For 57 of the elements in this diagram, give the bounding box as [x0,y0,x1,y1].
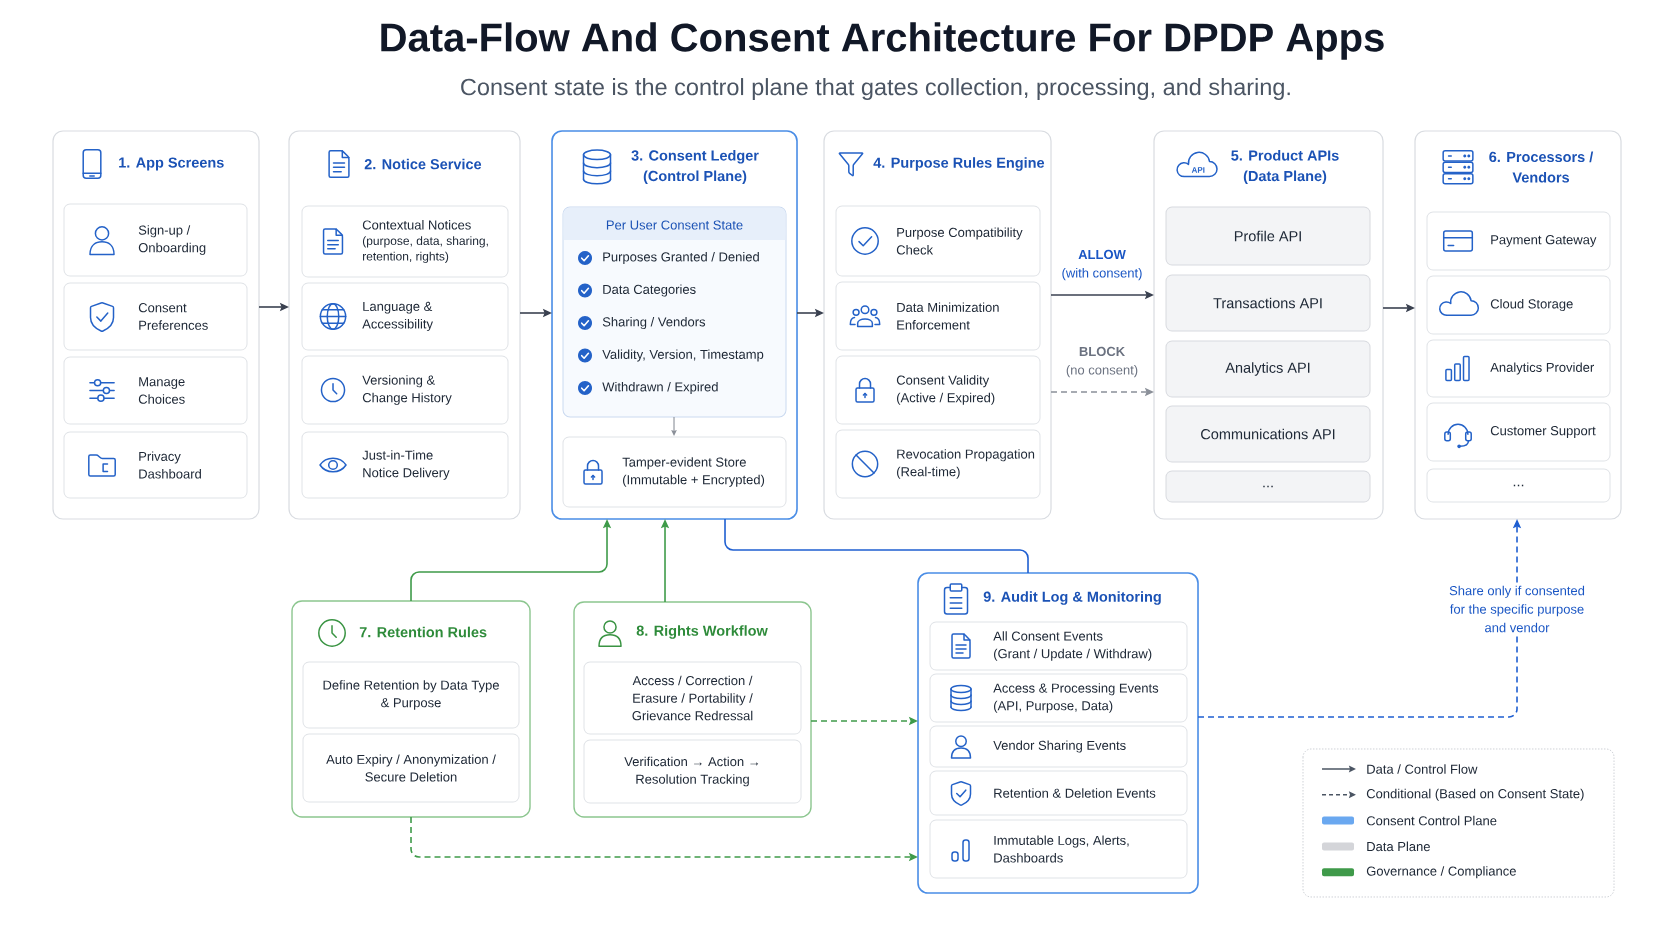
legend-label: Consent Control Plane [1366,815,1497,826]
item-box: Payment Gateway [1426,211,1611,271]
item-box: Consent Preferences [63,282,248,351]
item-box: Cloud Storage [1426,275,1611,335]
item-box: Access / Correction / Erasure / Portability / Grievance Redressal [583,661,802,735]
legend-label: Governance / Compliance [1366,866,1516,879]
title: Data-Flow And Consent Architecture For DPDP Apps [381,22,1384,60]
legend-label: Data Plane [1367,841,1430,852]
panel-heading: 1. App Screens [119,157,224,171]
item-box: Analytics Provider [1426,339,1611,398]
api-box: ... [1165,470,1371,503]
list-item: Validity, Version, Timestamp [602,349,764,362]
item-box: Immutable Logs, Alerts, Dashboards [929,819,1188,879]
item-box: Access & Processing Events (API, Purpose, Data) [929,673,1188,723]
item-box: Manage Choices [63,356,248,425]
item-box: All Consent Events (Grant / Update / Withdraw) [929,621,1188,671]
item-box: Data Minimization Enforcement [835,281,1041,351]
list-item: Purposes Granted / Denied [603,251,759,265]
item-box: Tamper-evident Store (Immutable + Encrypted) [562,436,787,508]
panel-heading: 3. Consent Ledger (Control Plane) [631,150,759,184]
list-item: Data Categories [603,284,696,297]
edge-label: ALLOW (with consent) [1055,247,1149,283]
panel-heading: 4. Purpose Rules Engine [873,157,1045,171]
item-box: Vendor Sharing Events [929,725,1188,768]
legend-label: Data / Control Flow [1367,764,1478,774]
item-box: Customer Support [1426,402,1611,462]
api-box: Communications API [1165,405,1371,463]
item-box: ... [1426,468,1611,503]
edge-label: BLOCK (no consent) [1055,344,1149,380]
item-box: Revocation Propagation (Real-time) [835,429,1041,499]
api-box: Transactions API [1165,274,1371,332]
api-box: Analytics API [1165,340,1371,398]
item-box: Just-in-Time Notice Delivery [301,431,509,499]
item-box: Privacy Dashboard [63,431,248,499]
item-box: Language & Accessibility [301,282,509,351]
item-box: Sign-up / Onboarding [63,203,248,277]
api-box: Profile API [1165,206,1371,266]
panel-heading: 7. Retention Rules [359,626,487,638]
list-item: Sharing / Vendors [602,316,706,330]
item-box: Versioning & Change History [301,355,509,425]
panel-heading: 5. Product APIs (Data Plane) [1231,150,1339,184]
panel-heading: 2. Notice Service [364,158,482,170]
item-box: Retention & Deletion Events [929,770,1188,816]
item-box: Verification → Action → Resolution Tracking [583,739,802,804]
item-box: Purpose Compatibility Check [835,205,1041,277]
item-box: Contextual Notices (purpose, data, sharing, retention, rights) [301,205,509,278]
panel-heading: 6. Processors / Vendors [1489,151,1594,183]
panel-header: Per User Consent State [563,207,786,240]
edge-label: Share only if consented for the specific purpose and vendor [1442,583,1592,635]
subtitle: Consent state is the control plane that gates collection, processing, and sharing. [461,78,1290,100]
legend-label: Conditional (Based on Consent State) [1366,788,1584,801]
item-box: Auto Expiry / Anonymization / Secure Deletion [302,733,520,803]
item-box: Consent Validity (Active / Expired) [835,355,1041,425]
panel-heading: 9. Audit Log & Monitoring [983,591,1161,605]
item-box: Define Retention by Data Type & Purpose [302,661,520,729]
list-item: Withdrawn / Expired [602,381,718,395]
panel-heading: 8. Rights Workflow [636,625,768,639]
